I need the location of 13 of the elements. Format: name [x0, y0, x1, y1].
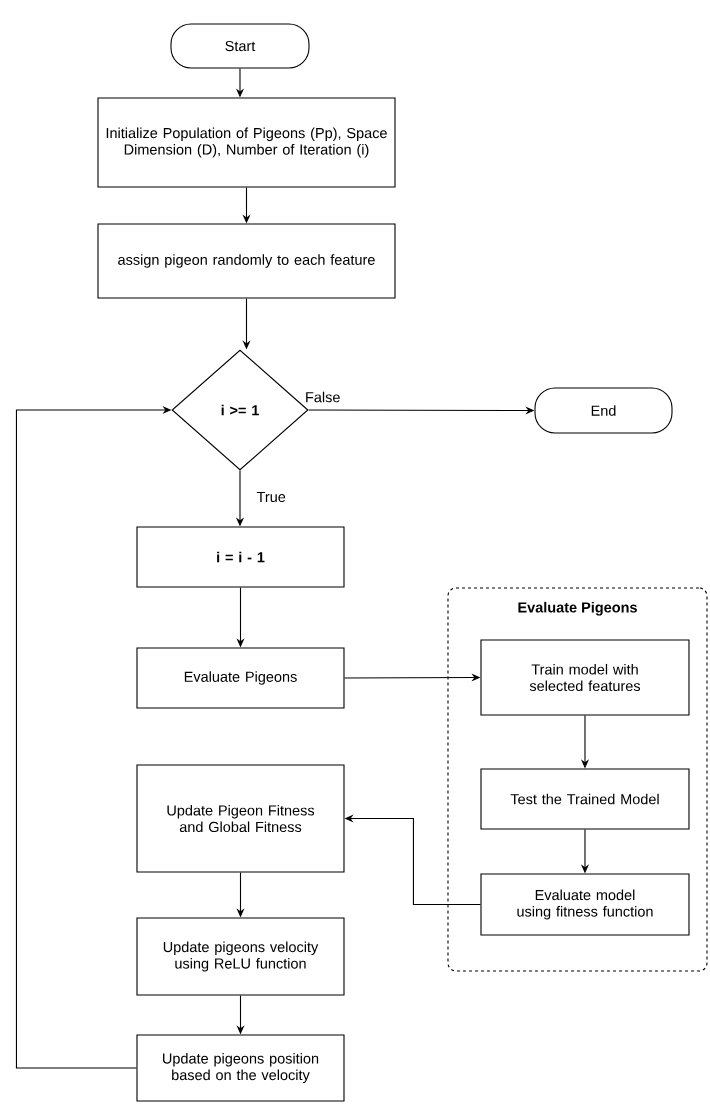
- process-box: Update Pigeon Fitness and Global Fitness: [136, 764, 345, 873]
- terminal-pill: Start: [170, 23, 310, 69]
- process-box: Evaluate model using fitness function: [480, 873, 690, 936]
- process-box: Update pigeons velocity using ReLU function: [136, 917, 345, 996]
- edge-label: True: [255, 490, 287, 504]
- process-box: Initialize Population of Pigeons (Pp), Space Dimension (D), Number of Iteration (i): [97, 97, 396, 188]
- process-box: Update pigeons position based on the velocity: [136, 1034, 345, 1102]
- process-box: Test the Trained Model: [480, 768, 690, 830]
- process-box: i = i - 1: [136, 526, 345, 588]
- process-box: Evaluate Pigeons: [136, 647, 345, 709]
- process-box: assign pigeon randomly to each feature: [97, 223, 396, 299]
- terminal-pill: End: [534, 387, 673, 434]
- process-box: Train model with selected features: [480, 639, 690, 716]
